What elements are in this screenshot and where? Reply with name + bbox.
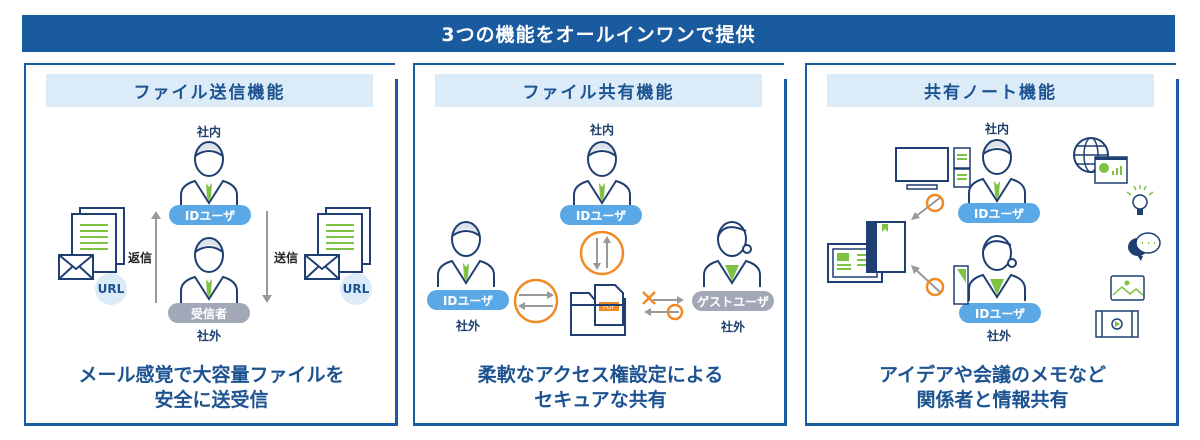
external-label: 社外 (986, 329, 1012, 343)
external-label: 社外 (196, 329, 222, 343)
monitor-icon (895, 147, 971, 190)
guest-user-badge: ゲストユーザ (692, 291, 774, 311)
caption-line-2: 安全に送受信 (154, 389, 269, 411)
person-icon (437, 217, 495, 291)
document-icon (58, 207, 128, 287)
caption-line-2: 関係者と情報共有 (916, 389, 1069, 411)
panel-file-send: ファイル送信機能 社内 IDユーザ 受信者 社外 返信 送信 URL URL メ… (24, 63, 398, 426)
url-badge: URL (95, 273, 127, 305)
panel-file-share: ファイル共有機能 社内 IDユーザ IDユーザ 社外 PDF ゲストユーザ 社外… (413, 63, 787, 426)
film-icon (1095, 310, 1139, 338)
globe-icon (1073, 137, 1128, 184)
document-icon (304, 207, 374, 287)
caption-line-1: メール感覚で大容量ファイルを (78, 364, 345, 386)
external-label: 社外 (455, 319, 481, 333)
internal-label: 社内 (984, 122, 1010, 136)
prohibit-arrow-icon (911, 265, 945, 297)
header-banner: 3つの機能をオールインワンで提供 (22, 15, 1175, 52)
person-icon (968, 135, 1026, 209)
header-title: 3つの機能をオールインワンで提供 (441, 24, 756, 46)
notebook-icon (827, 221, 906, 283)
person-female-icon (968, 231, 1026, 305)
url-badge: URL (340, 273, 372, 305)
external-label: 社外 (720, 320, 746, 334)
arrow-down-icon (262, 211, 272, 303)
caption-line-2: セキュアな共有 (534, 389, 667, 411)
chat-icon (1128, 232, 1161, 261)
two-way-arrow-icon (513, 278, 559, 324)
person-icon (573, 137, 631, 211)
document-icon (953, 265, 969, 305)
pdf-label: PDF (603, 304, 615, 311)
id-user-badge: IDユーザ (169, 205, 251, 225)
id-user-badge: IDユーザ (958, 203, 1040, 223)
send-label: 送信 (274, 251, 299, 265)
caption-line-1: アイデアや会議のメモなど (878, 364, 1107, 386)
id-user-badge: IDユーザ (959, 303, 1041, 323)
lightbulb-icon (1126, 185, 1154, 215)
panel-title: ファイル送信機能 (46, 74, 373, 107)
two-way-arrow-icon (579, 230, 625, 276)
id-user-badge: IDユーザ (560, 205, 642, 225)
prohibit-arrow-icon (911, 193, 945, 220)
panel-shared-note: 共有ノート機能 社内 IDユーザ IDユーザ 社外 アイデアや会議のメモなど 関… (805, 63, 1179, 426)
image-icon (1110, 275, 1145, 301)
reply-label: 返信 (128, 251, 153, 265)
arrow-up-icon (151, 211, 161, 303)
caption-line-1: 柔軟なアクセス権設定による (477, 364, 724, 386)
person-icon (180, 233, 238, 307)
panel-title: 共有ノート機能 (827, 74, 1154, 107)
person-female-icon (703, 217, 761, 291)
id-user-badge: IDユーザ (427, 290, 509, 310)
folder-icon: PDF (570, 284, 626, 336)
receiver-badge: 受信者 (168, 303, 250, 323)
panel-title: ファイル共有機能 (435, 74, 762, 107)
internal-label: 社内 (196, 125, 222, 139)
blocked-arrow-icon (642, 291, 684, 321)
internal-label: 社内 (589, 123, 615, 137)
person-icon (180, 137, 238, 211)
